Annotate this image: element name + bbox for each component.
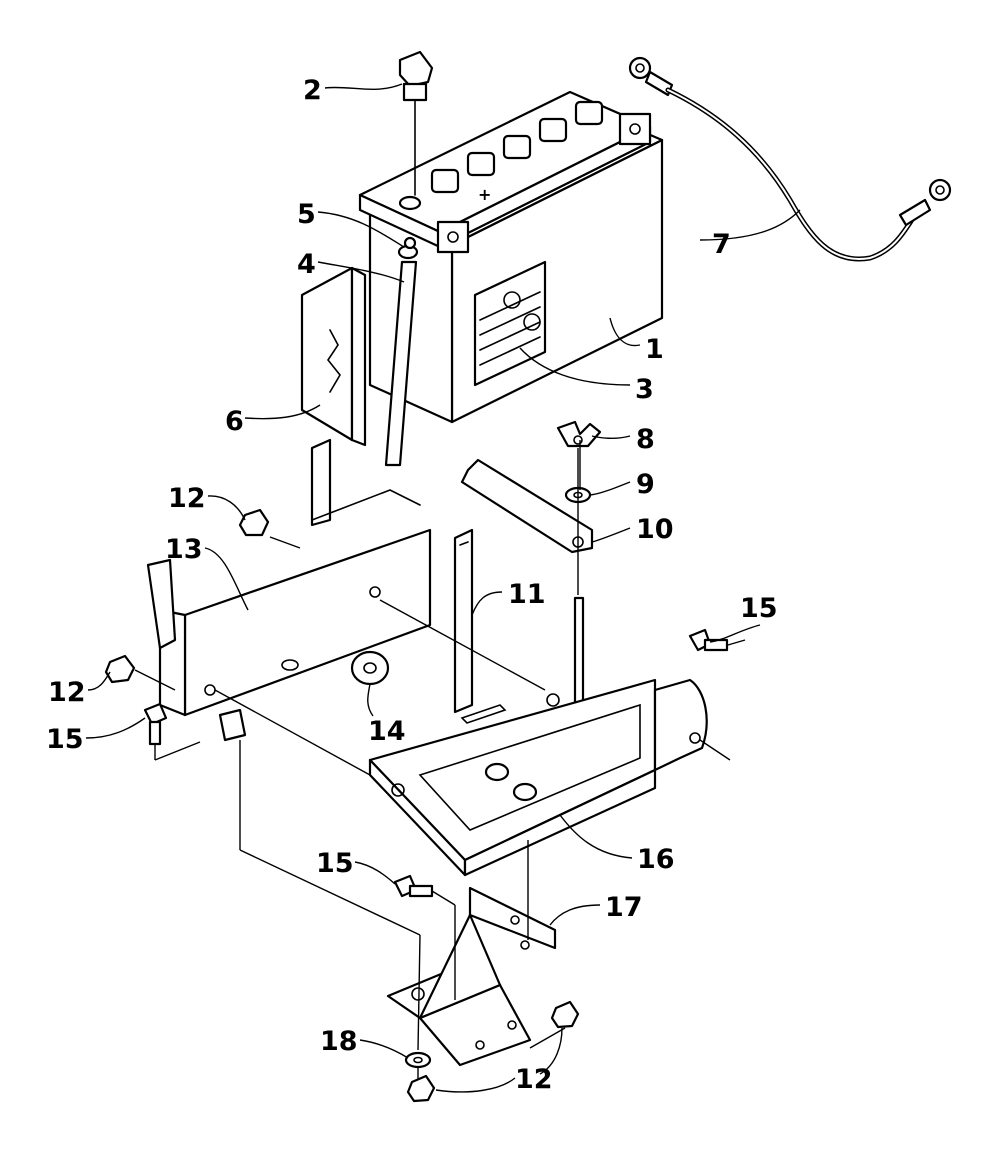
ground-cable (628, 56, 952, 262)
callout-4: 4 (297, 249, 316, 280)
hose-clamp (397, 236, 419, 260)
callout-7: 7 (712, 229, 731, 260)
flange-bolt (688, 628, 729, 652)
vent-hose (384, 260, 418, 467)
flange-nut (550, 1000, 580, 1029)
insulator-pad (300, 266, 367, 447)
callout-1: 1 (645, 334, 664, 365)
callout-3: 3 (635, 374, 654, 405)
callout-6: 6 (225, 406, 244, 437)
grommet (350, 650, 390, 686)
battery-strap (453, 528, 474, 714)
callout-5: 5 (297, 199, 316, 230)
wing-nut (556, 420, 602, 448)
flat-washer (404, 1051, 432, 1069)
lower-bracket (386, 886, 557, 1067)
callout-18: 18 (320, 1026, 358, 1057)
flange-nut (104, 654, 136, 684)
callout-16: 16 (637, 844, 675, 875)
callout-9: 9 (636, 469, 655, 500)
leader-lines (85, 83, 801, 1093)
callout-numbers: 1 2 3 4 5 6 7 8 9 10 11 12 12 12 13 14 1… (46, 75, 778, 1095)
flange-nut (238, 508, 270, 537)
vent-cap (398, 50, 434, 196)
assembly-lines (134, 440, 746, 1080)
callout-12: 12 (48, 677, 86, 708)
battery-plus-mark: + (478, 185, 491, 204)
callout-8: 8 (636, 424, 655, 455)
callout-12: 12 (168, 483, 206, 514)
callout-14: 14 (368, 716, 406, 747)
callout-2: 2 (303, 75, 322, 106)
callout-17: 17 (605, 892, 643, 923)
callout-15: 15 (740, 593, 778, 624)
callout-13: 13 (165, 534, 203, 565)
callout-15: 15 (46, 724, 84, 755)
battery-tray (368, 678, 708, 877)
hold-down-bracket (460, 458, 594, 554)
upper-bracket (146, 438, 432, 742)
callout-15: 15 (316, 848, 354, 879)
callout-10: 10 (636, 514, 674, 545)
flange-nut (406, 1074, 436, 1103)
callout-12: 12 (515, 1064, 553, 1095)
flange-bolt (143, 702, 168, 746)
flange-bolt (393, 874, 434, 898)
callout-11: 11 (508, 579, 546, 610)
